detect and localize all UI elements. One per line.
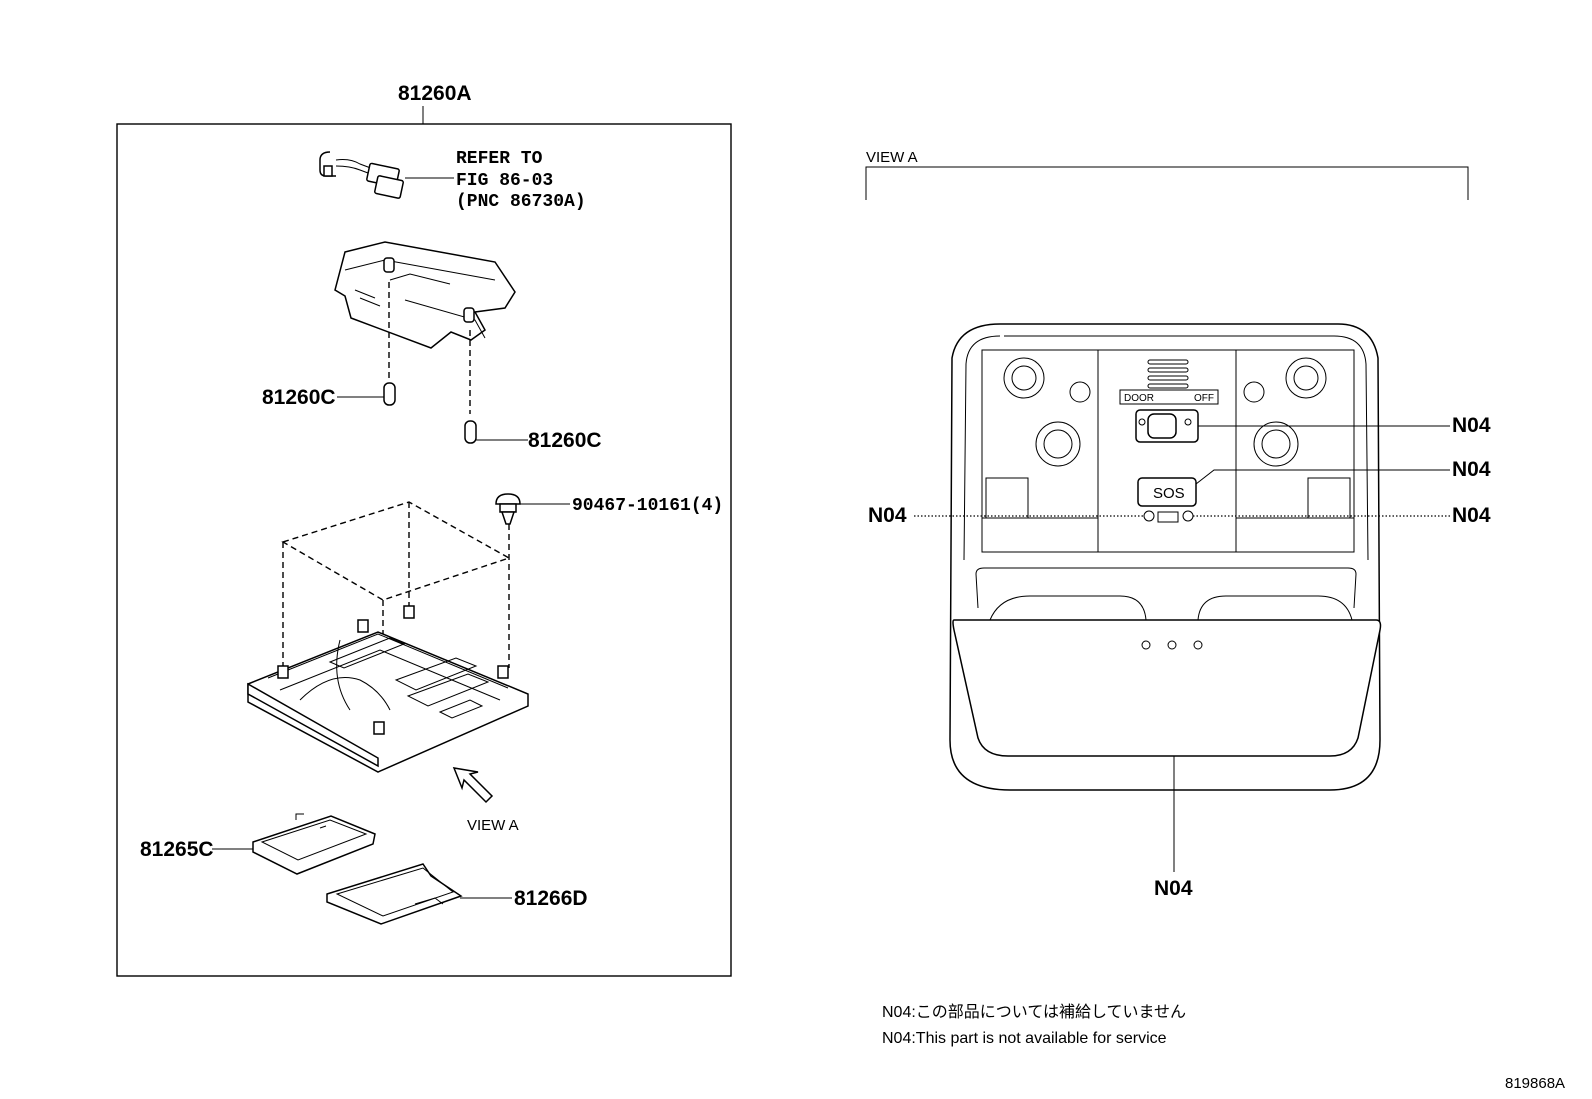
assembly-box bbox=[116, 123, 732, 977]
lens-lower-label[interactable]: 81266D bbox=[514, 887, 588, 910]
screw-2-icon bbox=[1167, 640, 1177, 650]
mic-left-icon bbox=[1143, 510, 1155, 522]
view-a-title: VIEW A bbox=[866, 149, 918, 166]
note-japanese: N04:この部品については補給していません bbox=[882, 1003, 1186, 1021]
screw-1-icon bbox=[1141, 640, 1151, 650]
clip-label[interactable]: 90467-10161(4) bbox=[572, 496, 723, 516]
view-a-bracket bbox=[865, 166, 1469, 200]
lens-upper-label[interactable]: 81265C bbox=[140, 838, 214, 861]
sensor-icon bbox=[1157, 511, 1179, 523]
refer-line-2[interactable]: FIG 86-03 bbox=[456, 171, 553, 191]
sos-button-label: SOS bbox=[1153, 485, 1185, 502]
sunglass-holder[interactable] bbox=[952, 619, 1382, 757]
refer-line-1: REFER TO bbox=[456, 149, 543, 169]
assembly-group: 81260A REFER TO FIG 86-03 (PNC 86730A) bbox=[116, 82, 732, 977]
view-a-group: VIEW A DOOR OFF bbox=[865, 149, 1491, 900]
callout-sos[interactable]: N04 bbox=[1452, 458, 1491, 481]
view-arrow-icon bbox=[452, 767, 494, 804]
bulb-right-icon bbox=[464, 420, 477, 444]
clip-icon bbox=[495, 493, 521, 525]
screw-3-icon bbox=[1193, 640, 1203, 650]
refer-line-3: (PNC 86730A) bbox=[456, 192, 586, 212]
sos-button[interactable] bbox=[1137, 477, 1197, 507]
switch-off-label: OFF bbox=[1194, 393, 1214, 404]
assembly-label[interactable]: 81260A bbox=[398, 82, 472, 105]
view-arrow-label: VIEW A bbox=[467, 817, 519, 834]
door-switch[interactable] bbox=[1135, 409, 1199, 443]
callout-switch[interactable]: N04 bbox=[1452, 414, 1491, 437]
lens-lower-illustration bbox=[326, 863, 463, 925]
bulb-left-icon bbox=[383, 382, 396, 406]
guide-lines bbox=[281, 501, 511, 718]
lens-upper-illustration bbox=[252, 813, 376, 875]
switch-door-label: DOOR bbox=[1124, 393, 1154, 404]
figure-id: 819868A bbox=[1505, 1075, 1565, 1092]
lamp-module-illustration bbox=[334, 241, 516, 349]
bulb-left-label[interactable]: 81260C bbox=[262, 386, 336, 409]
callout-bottom[interactable]: N04 bbox=[1154, 877, 1193, 900]
bulb-right-label[interactable]: 81260C bbox=[528, 429, 602, 452]
callout-left[interactable]: N04 bbox=[868, 504, 907, 527]
base-housing-illustration bbox=[247, 605, 529, 773]
harness-connector-illustration bbox=[319, 151, 404, 199]
vent-grille-icon bbox=[1147, 359, 1189, 389]
callout-right[interactable]: N04 bbox=[1452, 504, 1491, 527]
note-english: N04:This part is not available for servi… bbox=[882, 1030, 1167, 1047]
